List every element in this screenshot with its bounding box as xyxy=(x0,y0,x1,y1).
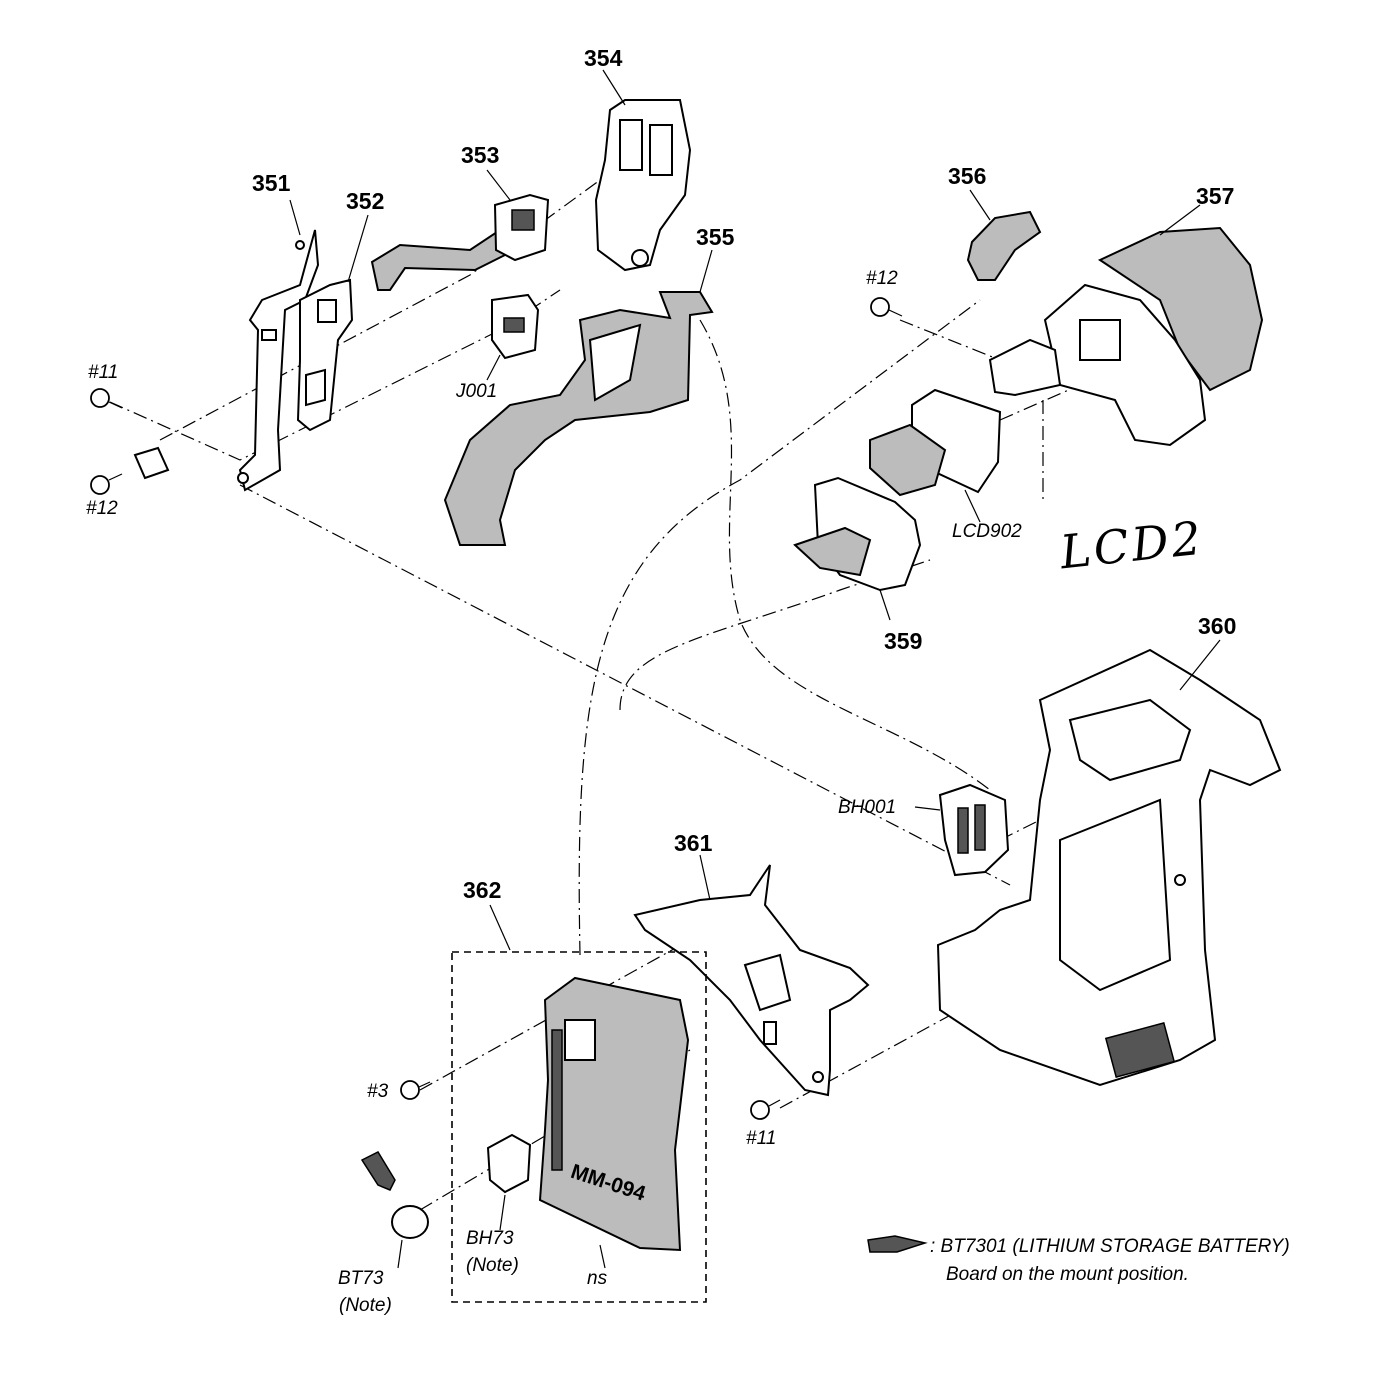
part-353-flex-connector xyxy=(370,193,550,291)
part-bh001-holder xyxy=(938,783,1010,877)
label-j001: J001 xyxy=(456,381,498,402)
part-362-board-assembly xyxy=(451,951,707,1303)
screw-11-bottom-icon xyxy=(750,1099,781,1120)
label-part-356: 356 xyxy=(948,163,987,189)
label-part-352: 352 xyxy=(346,188,385,214)
battery-marker-icon xyxy=(867,1235,928,1253)
legend-mount-line: Board on the mount position. xyxy=(946,1264,1189,1285)
label-screw-3: #3 xyxy=(367,1081,389,1102)
label-part-359: 359 xyxy=(884,628,923,654)
part-356-clip xyxy=(966,210,1042,281)
part-351-bracket xyxy=(237,229,320,492)
label-screw-11-top: #11 xyxy=(88,362,119,383)
part-bh73-clip xyxy=(486,1133,532,1194)
part-354-holder xyxy=(594,99,692,272)
part-359-frame xyxy=(793,476,922,592)
label-bt73-note: (Note) xyxy=(339,1295,392,1316)
part-361-bracket xyxy=(633,864,870,1097)
label-part-361: 361 xyxy=(674,830,713,856)
legend-battery-line: : BT7301 (LITHIUM STORAGE BATTERY) xyxy=(930,1236,1290,1257)
part-360-main-frame xyxy=(936,648,1282,1087)
label-screw-12-right: #12 xyxy=(866,268,898,289)
part-355-flex-cable xyxy=(443,291,714,546)
label-part-355: 355 xyxy=(696,224,735,250)
leader-lines xyxy=(289,69,1221,1269)
label-ns: ns xyxy=(587,1268,608,1289)
label-part-354: 354 xyxy=(584,45,623,71)
label-screw-12-left: #12 xyxy=(86,498,118,519)
label-part-353: 353 xyxy=(461,142,500,168)
label-part-351: 351 xyxy=(252,170,291,196)
screw-3-icon xyxy=(400,1080,431,1100)
label-bt73: BT73 xyxy=(338,1268,384,1289)
part-bt73-battery xyxy=(360,1151,429,1239)
label-lcd902: LCD902 xyxy=(952,521,1022,542)
screw-12-right-icon xyxy=(870,297,903,317)
label-part-357: 357 xyxy=(1196,183,1235,209)
part-small-plate xyxy=(133,446,170,480)
screw-11-top-icon xyxy=(90,388,123,409)
part-357-housing xyxy=(988,226,1264,447)
label-part-362: 362 xyxy=(463,877,502,903)
label-bh73: BH73 xyxy=(466,1228,514,1249)
label-screw-11-bottom: #11 xyxy=(746,1128,777,1149)
part-j001-connector xyxy=(491,293,540,360)
part-352-bracket xyxy=(296,278,354,432)
screw-12-left-icon xyxy=(90,473,123,495)
label-part-360: 360 xyxy=(1198,613,1237,639)
part-lcd902-display xyxy=(869,388,1002,497)
label-bh001: BH001 xyxy=(838,797,897,818)
label-bh73-note: (Note) xyxy=(466,1255,519,1276)
